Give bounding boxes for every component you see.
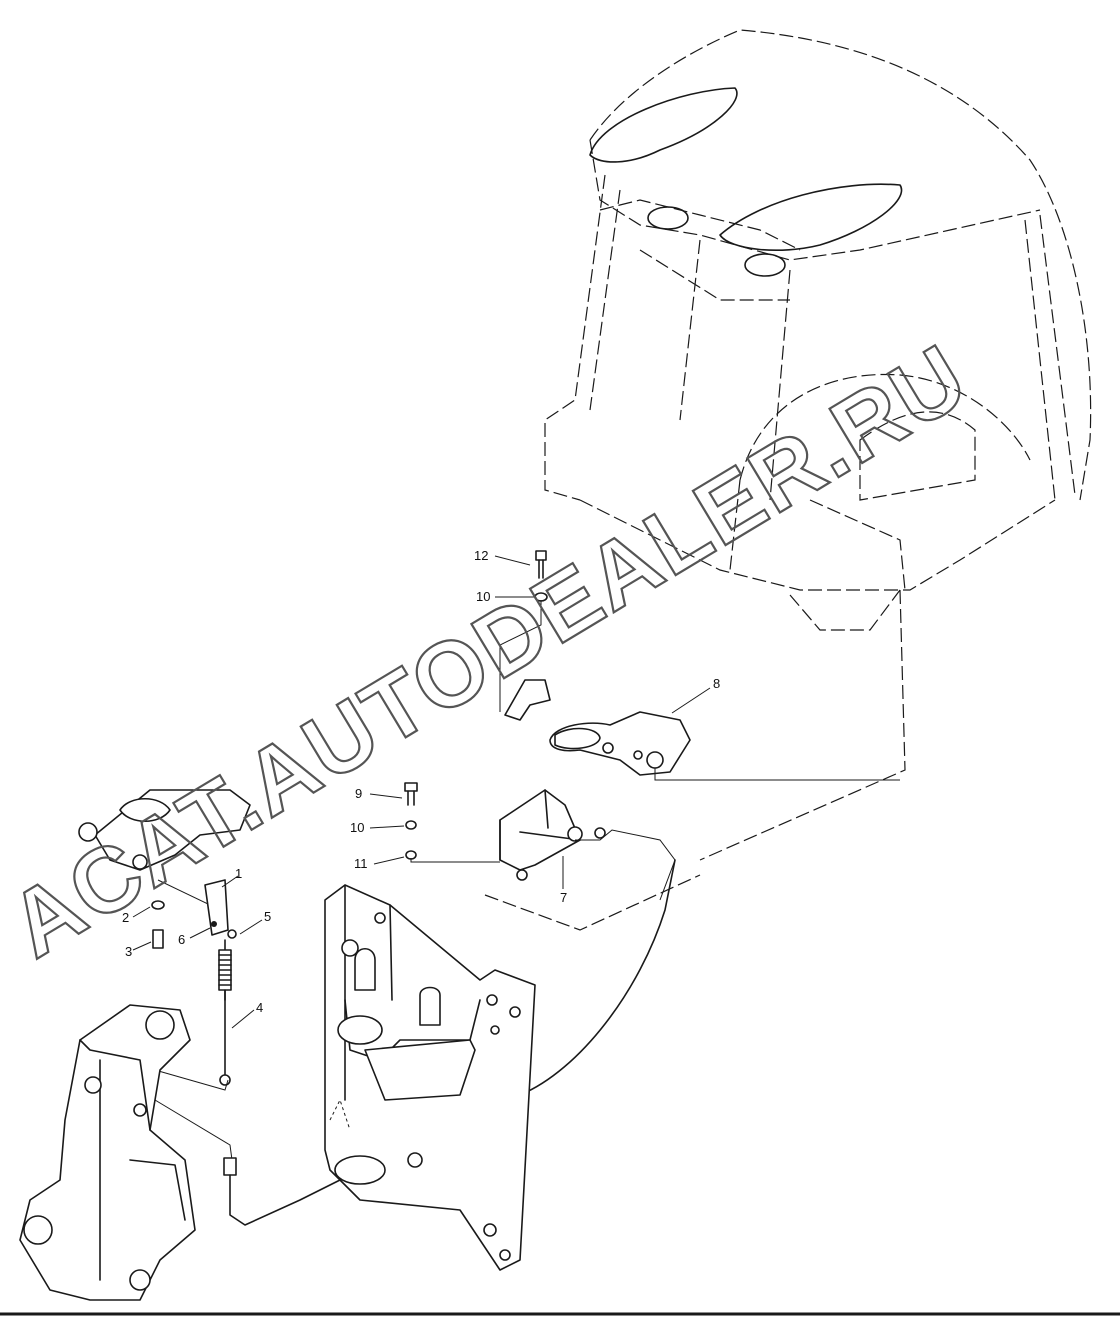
center-chassis-frame xyxy=(324,884,536,1271)
callout-labels: 12 10 8 9 10 11 7 1 2 3 6 5 4 xyxy=(122,548,720,1015)
callout-9: 9 xyxy=(355,786,362,801)
callout-10-lower: 10 xyxy=(350,820,364,835)
callout-6: 6 xyxy=(178,932,185,947)
callout-11: 11 xyxy=(354,856,368,871)
callout-10-upper: 10 xyxy=(476,589,490,604)
callout-12: 12 xyxy=(474,548,488,563)
callout-5: 5 xyxy=(264,909,271,924)
lower-cable-bracket xyxy=(78,789,251,1091)
callout-3: 3 xyxy=(125,944,132,959)
callout-1: 1 xyxy=(235,866,242,881)
callout-2: 2 xyxy=(122,910,129,925)
cab-roof-vents xyxy=(589,87,903,277)
cab-outline xyxy=(544,29,1092,861)
callout-4: 4 xyxy=(256,1000,263,1015)
watermark: ACAT.AUTODEALER.RU xyxy=(0,325,985,977)
front-pivot-frame xyxy=(19,1004,237,1301)
callout-7: 7 xyxy=(560,890,567,905)
brake-lever-assembly xyxy=(404,550,900,931)
callout-8: 8 xyxy=(713,676,720,691)
callout-leaders xyxy=(132,555,711,1029)
